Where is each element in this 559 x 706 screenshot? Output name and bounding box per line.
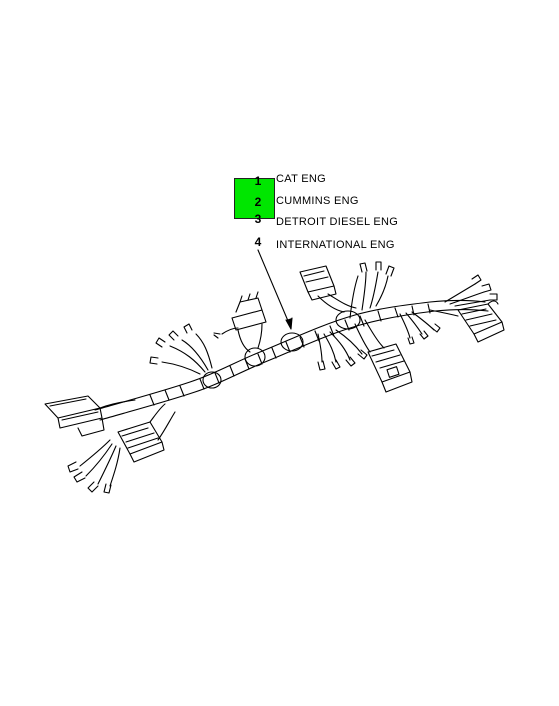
- leader-arrow: [257, 249, 293, 330]
- right-connector: [429, 300, 505, 343]
- callout-label-4: INTERNATIONAL ENG: [276, 239, 395, 251]
- callout-number-2[interactable]: 2: [254, 195, 262, 209]
- center-left-connector: [117, 403, 176, 463]
- center-right-connector: [354, 319, 413, 393]
- upper-left-wire-fan: [149, 323, 213, 375]
- callout-label-3: DETROIT DIESEL ENG: [276, 216, 399, 228]
- callout-number-1[interactable]: 1: [254, 174, 262, 188]
- callout-number-3[interactable]: 3: [254, 212, 262, 226]
- left-connector: [44, 395, 136, 437]
- callout-highlight-box: [234, 178, 275, 219]
- lower-right-wires: [399, 311, 441, 345]
- top-connector: [299, 265, 357, 313]
- middle-wire-fan: [317, 329, 368, 371]
- top-wire-bundle: [349, 261, 395, 319]
- callout-number-4[interactable]: 4: [254, 235, 262, 249]
- upper-center-connector: [213, 291, 267, 353]
- left-wire-fan: [67, 439, 121, 494]
- callout-label-1: CAT ENG: [276, 173, 326, 185]
- right-wire-fan: [444, 274, 498, 307]
- harness-trunk: [94, 299, 489, 421]
- callout-label-2: CUMMINS ENG: [276, 195, 359, 207]
